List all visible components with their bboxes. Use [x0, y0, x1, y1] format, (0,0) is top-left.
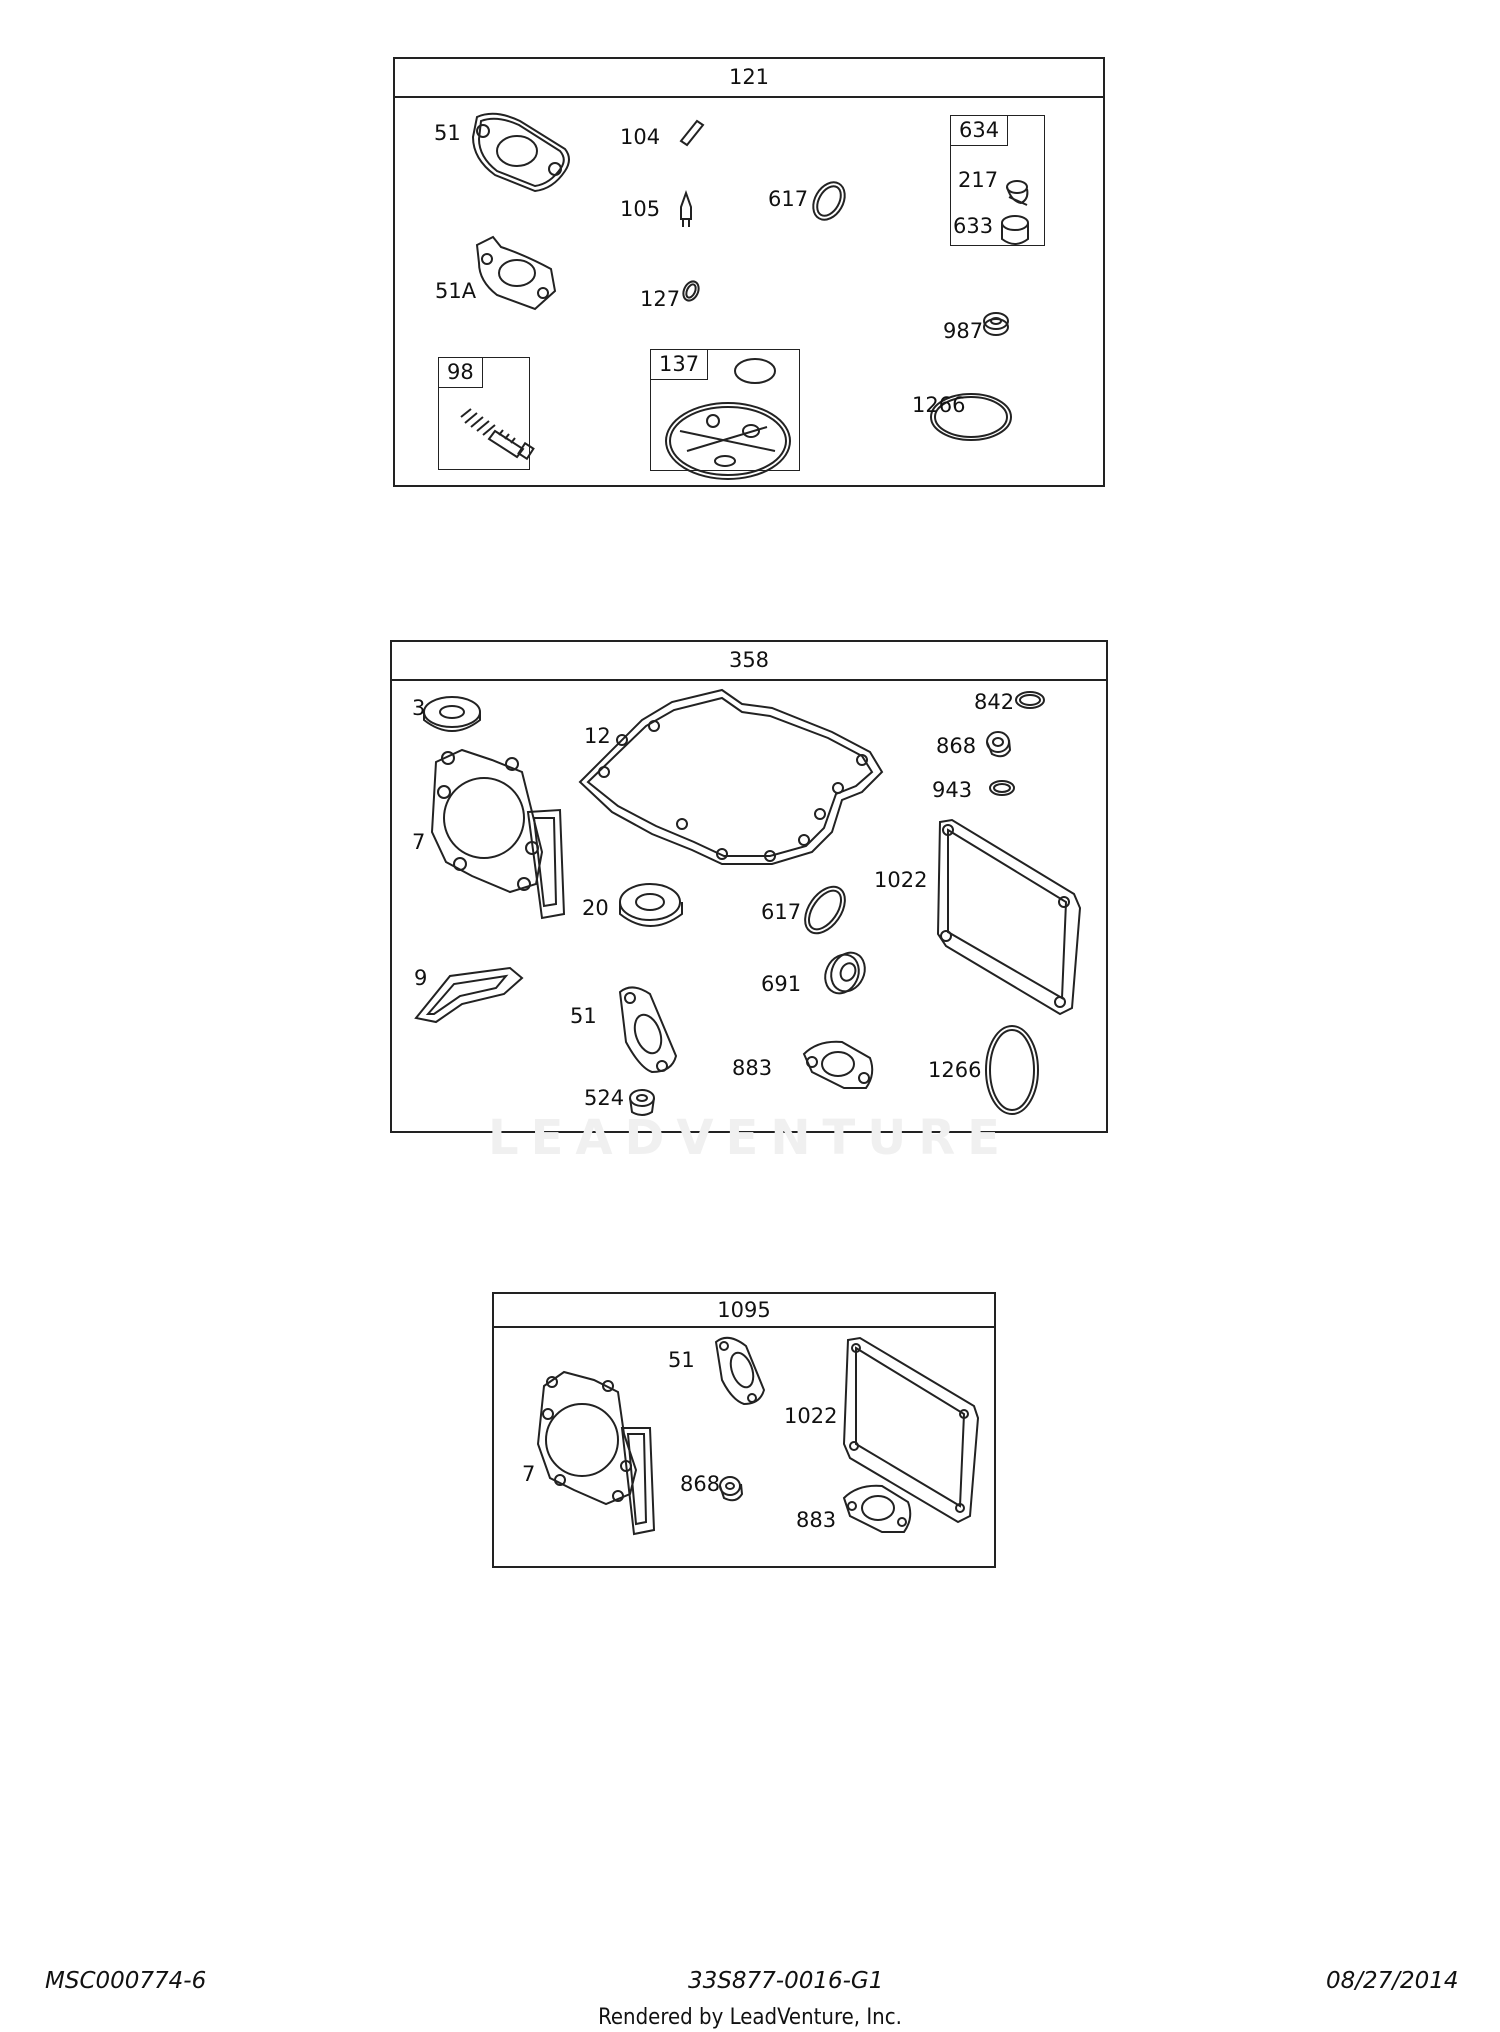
label-51a: 51A	[435, 279, 477, 303]
part-883-gasket-icon	[842, 1484, 912, 1533]
label-20: 20	[582, 896, 609, 920]
part-127-oring-icon	[682, 280, 700, 302]
label-617: 617	[761, 900, 802, 924]
label-524: 524	[584, 1086, 625, 1110]
kit-121-panel: 121	[393, 57, 1105, 487]
part-9-intake-gasket-icon	[414, 966, 524, 1024]
part-105-needle-icon	[680, 190, 692, 227]
label-883: 883	[796, 1508, 837, 1532]
part-1022-valve-cover-gasket-icon	[936, 818, 1082, 1016]
part-51-gasket-icon	[714, 1336, 766, 1406]
label-633: 633	[953, 214, 994, 238]
part-12-crankcase-gasket-icon	[578, 688, 884, 865]
label-7: 7	[522, 1462, 536, 1486]
part-51a-gasket-icon	[475, 235, 557, 311]
part-842-ring-icon	[1015, 691, 1045, 709]
part-691-seal-icon	[824, 951, 866, 995]
footer-document-id: MSC000774-6	[45, 1968, 207, 1994]
part-633-piston-icon	[1001, 215, 1029, 245]
kit-1095-diagram	[536, 1336, 980, 1536]
subkit-634-box: 634 217 633	[950, 115, 1045, 246]
kit-1095-title: 1095	[494, 1294, 994, 1328]
part-868-seal-icon	[986, 731, 1012, 758]
part-137-gasket-icon	[665, 358, 791, 480]
part-868-seal-icon	[719, 1476, 744, 1502]
part-883-gasket-icon	[802, 1040, 874, 1089]
label-842: 842	[974, 690, 1015, 714]
part-987-seal-icon	[983, 312, 1009, 336]
part-7-head-gasket-icon	[536, 1370, 656, 1536]
part-617-oring-icon	[804, 885, 846, 935]
part-217-spring-icon	[1006, 180, 1029, 206]
part-3-seal-icon	[423, 696, 481, 732]
part-1022-valve-cover-gasket-icon	[842, 1336, 980, 1524]
subkit-98-box: 98	[438, 357, 530, 470]
subkit-137-box: 137	[650, 349, 800, 471]
kit-358-panel: 358	[390, 640, 1108, 1133]
kit-1095-panel: 1095	[492, 1292, 996, 1568]
label-217: 217	[958, 168, 999, 192]
part-1266-oring-icon	[930, 393, 1012, 441]
label-1022: 1022	[874, 868, 928, 892]
render-credit: Rendered by LeadVenture, Inc.	[598, 2005, 902, 2030]
label-51: 51	[570, 1004, 597, 1028]
kit-358-title: 358	[392, 642, 1106, 681]
subkit-137-title: 137	[650, 349, 709, 380]
label-868: 868	[936, 734, 977, 758]
label-105: 105	[620, 197, 661, 221]
label-868: 868	[680, 1472, 721, 1496]
part-98-screw-spring-icon	[460, 408, 535, 461]
label-943: 943	[932, 778, 973, 802]
label-9: 9	[414, 966, 428, 990]
part-943-ring-icon	[989, 780, 1015, 796]
part-617-oring-icon	[812, 181, 846, 221]
footer-date: 08/27/2014	[1326, 1968, 1459, 1994]
label-7: 7	[412, 830, 426, 854]
part-104-pin-icon	[679, 119, 705, 147]
label-12: 12	[584, 724, 611, 748]
label-617: 617	[768, 187, 809, 211]
kit-121-diagram	[460, 112, 1029, 480]
subkit-634-title: 634	[950, 115, 1009, 146]
part-7-head-gasket-icon	[430, 748, 566, 920]
label-883: 883	[732, 1056, 773, 1080]
label-987: 987	[943, 319, 984, 343]
label-104: 104	[620, 125, 661, 149]
label-127: 127	[640, 287, 681, 311]
label-51: 51	[434, 121, 461, 145]
kit-358-diagram	[414, 688, 1082, 1116]
label-1266: 1266	[912, 393, 966, 417]
part-51-gasket-icon	[471, 112, 570, 193]
label-51: 51	[668, 1348, 695, 1372]
label-691: 691	[761, 972, 802, 996]
footer-diagram-id: 33S877-0016-G1	[688, 1968, 884, 1994]
label-1022: 1022	[784, 1404, 838, 1428]
part-51-gasket-icon	[618, 986, 678, 1074]
part-20-seal-icon	[619, 883, 683, 927]
part-524-seal-icon	[629, 1089, 655, 1116]
kit-121-title: 121	[395, 59, 1103, 98]
part-1266-oring-icon	[985, 1025, 1039, 1115]
subkit-98-title: 98	[438, 357, 483, 388]
label-1266: 1266	[928, 1058, 982, 1082]
watermark: LEADVENTURE	[488, 1110, 1012, 1166]
label-3: 3	[412, 696, 426, 720]
